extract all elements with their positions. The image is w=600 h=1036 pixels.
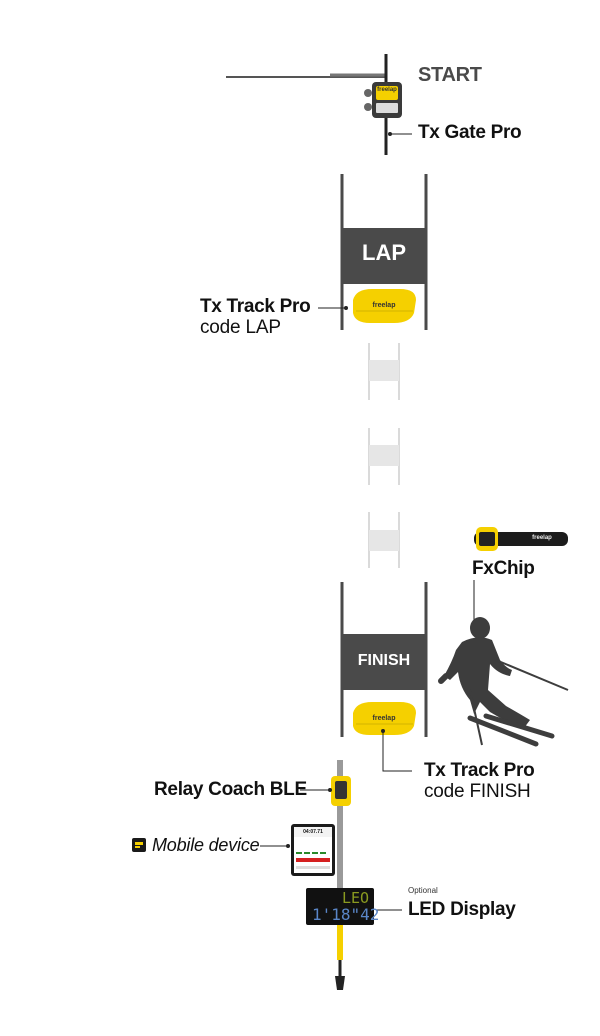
tx-track-finish-brand: freelap: [372, 715, 396, 722]
relay-leader-dot: [328, 788, 332, 792]
relay-coach-ble-label: Relay Coach BLE: [154, 779, 307, 800]
intermediate-gate-3: [368, 512, 400, 568]
tx-track-finish-leader: [382, 731, 412, 772]
tx-track-finish-title: Tx Track Pro: [424, 760, 535, 781]
tx-gate-pro-label: Tx Gate Pro: [418, 122, 522, 143]
tx-track-lap-leader-dot: [344, 306, 348, 310]
start-label: START: [418, 64, 482, 86]
tx-track-finish-leader-dot: [381, 729, 385, 733]
tx-track-pro-lap-device: [353, 289, 416, 323]
led-optional-label: Optional: [408, 886, 438, 895]
tx-track-pro-finish-device: [353, 702, 416, 735]
mobile-screen-time: 04:07.71: [303, 829, 323, 835]
skier-silhouette: [438, 617, 569, 747]
finish-gate: [340, 582, 428, 737]
lap-gate: [340, 174, 428, 330]
tx-gate-pro-device: [364, 82, 402, 118]
fxchip-strap-brand: freelap: [532, 535, 552, 541]
tx-track-finish-subtitle: code FINISH: [424, 781, 531, 802]
intermediate-gate-2: [368, 428, 400, 485]
tx-gate-brand: freelap: [377, 87, 397, 93]
tx-track-lap-title: Tx Track Pro: [200, 296, 311, 317]
led-display-panel: [306, 888, 374, 925]
led-display-label: LED Display: [408, 899, 516, 920]
start-line: [226, 73, 386, 78]
tx-track-lap-subtitle: code LAP: [200, 317, 281, 338]
mobile-leader-dot: [286, 844, 290, 848]
app-icon: [132, 838, 146, 852]
fxchip-strap: [474, 527, 568, 551]
display-pole: [335, 925, 345, 990]
led-display-name: LEO: [342, 889, 370, 907]
mobile-device-tablet: [291, 824, 335, 876]
fxchip-label: FxChip: [472, 558, 535, 579]
tx-gate-leader-dot: [388, 132, 392, 136]
lap-gate-banner: LAP: [362, 240, 406, 265]
mobile-device-label: Mobile device: [152, 835, 260, 855]
relay-coach-ble-device: [331, 776, 351, 806]
finish-gate-banner: FINISH: [357, 652, 411, 669]
intermediate-gate-1: [368, 343, 400, 400]
tx-track-lap-brand: freelap: [372, 302, 396, 309]
led-display-time: 1'18"42: [312, 905, 380, 924]
